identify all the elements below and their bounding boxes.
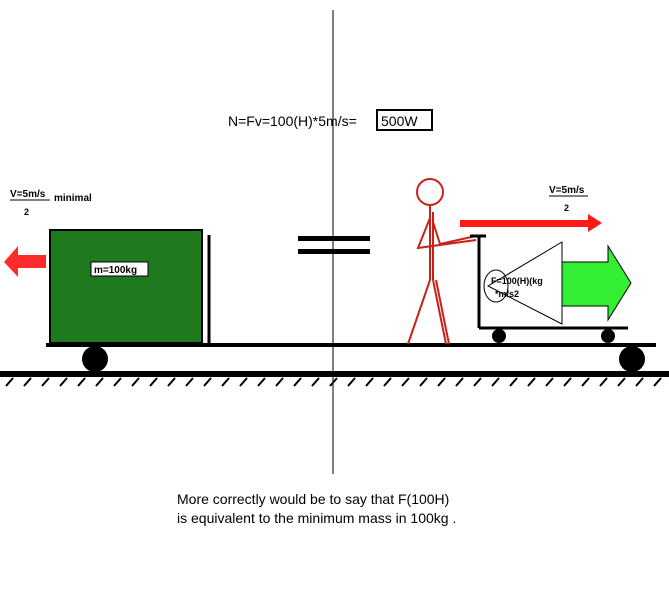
- ground-hatch-mark: [257, 377, 266, 387]
- equals-sign-top: [298, 236, 370, 241]
- ground-hatch-mark: [383, 377, 392, 387]
- ground-hatch-mark: [401, 377, 410, 387]
- left-velocity-denominator: 2: [24, 207, 29, 217]
- ground-hatch-mark: [563, 377, 572, 387]
- person-figure: [407, 178, 477, 345]
- force-cone-rim: [483, 269, 509, 303]
- left-velocity-numerator: V=5m/s: [10, 189, 46, 200]
- left-velocity-note: minimal: [54, 193, 92, 204]
- ground-hatching: [5, 377, 662, 387]
- caption-line-1: More correctly would be to say that F(10…: [177, 491, 449, 507]
- right-trolley-wheel-1: [492, 329, 506, 343]
- ground-hatch-mark: [455, 377, 464, 387]
- ground-hatch-mark: [491, 377, 500, 387]
- ground-hatch-mark: [419, 377, 428, 387]
- power-formula: N=Fv=100(H)*5m/s=: [228, 113, 357, 129]
- ground-hatch-mark: [653, 377, 662, 387]
- force-label-line1: F=100(H)(kg: [491, 276, 543, 286]
- ground-hatch-mark: [23, 377, 32, 387]
- ground-hatch-mark: [437, 377, 446, 387]
- ground-hatch-mark: [149, 377, 158, 387]
- power-result: 500W: [381, 113, 418, 129]
- ground-hatch-mark: [77, 377, 86, 387]
- mass-label: m=100kg: [94, 265, 137, 276]
- power-result-box: [376, 109, 433, 131]
- ground-hatch-mark: [635, 377, 644, 387]
- ground-hatch-mark: [59, 377, 68, 387]
- ground-hatch-mark: [221, 377, 230, 387]
- ground-hatch-mark: [617, 377, 626, 387]
- left-mass-box: [49, 229, 203, 344]
- ground-hatch-mark: [527, 377, 536, 387]
- ground-hatch-mark: [275, 377, 284, 387]
- right-velocity-denominator: 2: [564, 203, 569, 213]
- ground-hatch-mark: [581, 377, 590, 387]
- force-arrow: [561, 244, 632, 322]
- right-platform-wheel: [619, 346, 645, 372]
- right-trolley: [470, 234, 628, 330]
- ground-hatch-mark: [293, 377, 302, 387]
- right-velocity-arrow: [460, 214, 602, 232]
- ground-hatch-mark: [167, 377, 176, 387]
- ground-hatch-mark: [365, 377, 374, 387]
- right-velocity-numerator: V=5m/s: [549, 185, 585, 196]
- ground-hatch-mark: [347, 377, 356, 387]
- force-label-line2: *m/s2: [495, 289, 519, 299]
- right-trolley-wheel-2: [601, 329, 615, 343]
- left-cart-wheel: [82, 346, 108, 372]
- equals-sign-bottom: [298, 249, 370, 254]
- ground-hatch-mark: [311, 377, 320, 387]
- ground-hatch-mark: [239, 377, 248, 387]
- ground-hatch-mark: [473, 377, 482, 387]
- ground-hatch-mark: [329, 377, 338, 387]
- ground-hatch-mark: [5, 377, 14, 387]
- ground-hatch-mark: [41, 377, 50, 387]
- ground-hatch-mark: [113, 377, 122, 387]
- ground-hatch-mark: [95, 377, 104, 387]
- ground-hatch-mark: [185, 377, 194, 387]
- ground-hatch-mark: [203, 377, 212, 387]
- caption-line-2: is equivalent to the minimum mass in 100…: [177, 510, 456, 526]
- ground-hatch-mark: [509, 377, 518, 387]
- left-motion-arrow: [4, 246, 46, 277]
- ground-hatch-mark: [599, 377, 608, 387]
- ground-hatch-mark: [545, 377, 554, 387]
- ground-hatch-mark: [131, 377, 140, 387]
- mass-label-box: [90, 261, 149, 277]
